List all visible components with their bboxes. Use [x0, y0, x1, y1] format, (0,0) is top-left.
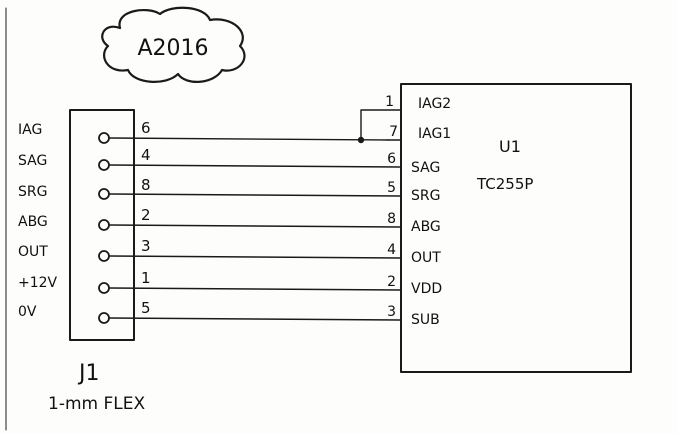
chip-pin-name: SUB: [411, 312, 440, 328]
connector-pin-row: 0V 5: [18, 299, 401, 324]
connector-pin-hole: [98, 219, 110, 231]
connector-pin-number: 2: [141, 206, 151, 224]
chip-pin-number: 6: [387, 151, 396, 167]
connector-reference: J1: [77, 361, 100, 386]
chip-pin-number: 5: [387, 180, 396, 196]
wire-vdd: [108, 287, 401, 291]
chip-pin-name: OUT: [411, 250, 441, 266]
connector-pin-row: OUT 3: [18, 237, 401, 262]
connector-pin-number: 4: [141, 146, 151, 164]
wire-srg: [108, 193, 401, 197]
chip-pin-number: 4: [387, 242, 396, 258]
connector-pin-number: 8: [141, 176, 151, 194]
connector-signal-label: ABG: [18, 214, 48, 230]
iag-jumper-wire: [360, 109, 401, 141]
junction-dot: [357, 136, 365, 144]
chip-pin-number: 3: [387, 304, 396, 320]
connector-pin-hole: [98, 250, 110, 262]
connector-pin-row: SRG 8: [18, 176, 401, 200]
wire-sub: [108, 317, 401, 321]
wire-sag: [108, 164, 401, 168]
connector-description: 1-mm FLEX: [48, 394, 145, 414]
chip-pin-number: 7: [389, 124, 398, 140]
connector-signal-label: OUT: [18, 244, 48, 260]
wire-out: [108, 255, 401, 259]
connector-pin-row: ABG 2: [18, 206, 401, 231]
chip-u1-body: [400, 83, 632, 373]
chip-pin-number: 2: [387, 274, 396, 290]
connector-signal-label: SAG: [18, 153, 47, 169]
connector-pin-number: 6: [141, 119, 151, 137]
connector-pin-row: SAG 4: [18, 146, 401, 171]
connector-pin-hole: [98, 312, 110, 324]
connector-pin-hole: [98, 159, 110, 171]
connector-pin-number: 3: [141, 237, 151, 255]
wire-iag: [108, 137, 389, 141]
connector-signal-label: SRG: [18, 184, 47, 200]
chip-reference: U1: [499, 137, 521, 156]
chip-part-number: TC255P: [476, 175, 533, 193]
connector-pin-row: +12V 1: [18, 269, 401, 294]
chip-pin-number: 8: [387, 211, 396, 227]
connector-pin-number: 5: [141, 299, 151, 317]
chip-pin-name: IAG2: [418, 96, 451, 112]
chip-pin-name: VDD: [411, 281, 442, 297]
connector-signal-label: +12V: [18, 275, 58, 291]
connector-pin-number: 1: [141, 269, 151, 287]
connector-pin-hole: [98, 188, 110, 200]
cloud-label: A2016: [137, 36, 208, 61]
chip-pin-name: ABG: [411, 219, 441, 235]
connector-pin-hole: [98, 132, 110, 144]
connector-pin-row: IAG 6: [18, 119, 389, 144]
connector-signal-label: IAG: [18, 122, 42, 138]
connector-signal-label: 0V: [18, 304, 37, 320]
label-cloud: [101, 6, 246, 83]
connector-pin-hole: [98, 282, 110, 294]
chip-pin-name: SRG: [411, 188, 440, 204]
chip-pin-name: SAG: [411, 160, 440, 176]
wire-abg: [108, 224, 401, 228]
chip-pin-name: IAG1: [418, 126, 451, 142]
chip-pin-number: 1: [385, 94, 394, 110]
